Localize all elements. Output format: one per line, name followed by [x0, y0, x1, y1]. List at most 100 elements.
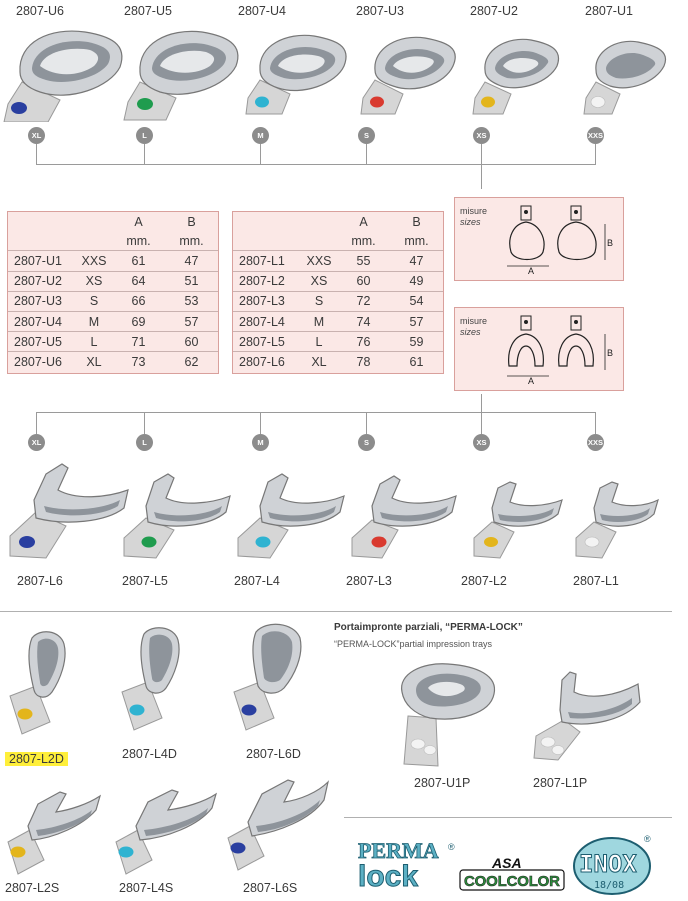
header-b: B: [412, 214, 421, 229]
sectional-tray-image-l4s: [115, 789, 218, 875]
asa-coolcolor-logo: ASA COOLCOLOR: [459, 855, 565, 891]
row-size: XS: [301, 270, 337, 292]
lock-logo-text: lock: [358, 860, 418, 892]
row-size: M: [76, 310, 112, 332]
row-b: 53: [165, 290, 218, 312]
code-label-l2d: 2807-L2D: [5, 745, 68, 773]
table-row: 2807-U5 L 71 60: [8, 331, 218, 352]
inox-logo-text: INOX: [579, 850, 637, 878]
table-row: 2807-L3 S 72 54: [233, 290, 443, 312]
dimension-label-b: B: [607, 238, 613, 248]
unit-b: mm.: [179, 233, 204, 248]
upper-measure-diagram: misure sizes A B: [454, 197, 624, 281]
row-code: 2807-L3: [233, 290, 301, 312]
code-label-u5: 2807-U5: [124, 4, 172, 18]
lower-tray-image-l1: [575, 481, 659, 559]
row-code: 2807-U5: [8, 331, 76, 352]
row-size: L: [301, 331, 337, 352]
size-badge-u2: XS: [473, 127, 490, 144]
lower-tray-image-l5: [123, 473, 231, 559]
sectional-tray-image-l6s: [227, 779, 330, 871]
connector-bar-upper: [36, 164, 596, 165]
connector-l3: [366, 412, 367, 434]
row-size: XL: [301, 351, 337, 372]
row-b: 60: [165, 331, 218, 352]
row-size: S: [301, 290, 337, 312]
table-row: 2807-U2 XS 64 51: [8, 270, 218, 292]
measure-title: misure sizes: [460, 206, 487, 228]
code-label-l3: 2807-L3: [346, 574, 392, 588]
code-label-u4: 2807-U4: [238, 4, 286, 18]
unit-b: mm.: [404, 233, 429, 248]
table-row: 2807-U4 M 69 57: [8, 310, 218, 332]
row-code: 2807-U3: [8, 290, 76, 312]
row-a: 60: [337, 270, 390, 292]
size-badge-u3: S: [358, 127, 375, 144]
connector-u6: [36, 144, 37, 164]
row-size: XXS: [301, 250, 337, 272]
upper-tray-outline-icon: A B: [507, 205, 613, 276]
code-label-l6s: 2807-L6S: [243, 881, 298, 895]
logo-divider: [344, 817, 672, 818]
lower-tray-image-l4: [237, 473, 345, 559]
size-badge-u1: XXS: [587, 127, 604, 144]
row-code: 2807-L5: [233, 331, 301, 352]
connector-u2: [481, 144, 482, 189]
size-badge-l2: XS: [473, 434, 490, 451]
upper-tray-image-u4: [245, 34, 347, 115]
code-label-u3: 2807-U3: [356, 4, 404, 18]
code-label-l2s: 2807-L2S: [5, 881, 60, 895]
row-a: 55: [337, 250, 390, 272]
upper-tray-image-u5: [123, 30, 239, 121]
table-row: 2807-L2 XS 60 49: [233, 270, 443, 292]
row-b: 54: [390, 290, 443, 312]
highlighted-code: 2807-L2D: [5, 752, 68, 766]
connector-u5: [144, 144, 145, 164]
unit-a: mm.: [126, 233, 151, 248]
connector-u3: [366, 144, 367, 164]
code-label-l4d: 2807-L4D: [122, 747, 177, 761]
row-b: 57: [165, 310, 218, 332]
code-label-l4: 2807-L4: [234, 574, 280, 588]
size-badge-l6: XL: [28, 434, 45, 451]
size-badge-l5: L: [136, 434, 153, 451]
table-row: 2807-U6 XL 73 62: [8, 351, 218, 372]
perma-logo-text: PERMA: [358, 838, 439, 863]
table-row: 2807-L5 L 76 59: [233, 331, 443, 352]
inox-registered-mark: ®: [644, 834, 651, 844]
sectional-tray-image-l6d: [233, 623, 302, 731]
size-badge-u6: XL: [28, 127, 45, 144]
measure-subtitle-text: sizes: [460, 217, 481, 227]
partial-trays-title: Portaimpronte parziali, “PERMA-LOCK”: [334, 622, 523, 633]
upper-tray-image-u2: [472, 38, 560, 115]
inox-logo: INOX 18/08 ®: [573, 834, 651, 895]
size-badge-u5: L: [136, 127, 153, 144]
upper-tray-image-u6: [3, 30, 123, 122]
registered-mark: ®: [448, 842, 455, 852]
measure-subtitle-text: sizes: [460, 327, 481, 337]
row-a: 66: [112, 290, 165, 312]
sectional-tray-image-l4d: [121, 627, 180, 731]
row-b: 62: [165, 351, 218, 372]
table-row: 2807-U1 XXS 61 47: [8, 250, 218, 272]
lower-tray-image-l3: [351, 475, 457, 559]
connector-l6: [36, 412, 37, 434]
connector-bar-lower: [36, 412, 596, 413]
code-label-l2: 2807-L2: [461, 574, 507, 588]
row-b: 59: [390, 331, 443, 352]
code-label-u6: 2807-U6: [16, 4, 64, 18]
header-a: A: [134, 214, 143, 229]
row-a: 69: [112, 310, 165, 332]
row-b: 51: [165, 270, 218, 292]
row-a: 64: [112, 270, 165, 292]
row-size: M: [301, 310, 337, 332]
row-code: 2807-U1: [8, 250, 76, 272]
inox-grade-text: 18/08: [594, 880, 624, 891]
unit-a: mm.: [351, 233, 376, 248]
code-label-u1: 2807-U1: [585, 4, 633, 18]
row-code: 2807-U2: [8, 270, 76, 292]
row-b: 61: [390, 351, 443, 372]
row-size: XL: [76, 351, 112, 372]
connector-lower-main: [481, 394, 482, 412]
row-size: XXS: [76, 250, 112, 272]
